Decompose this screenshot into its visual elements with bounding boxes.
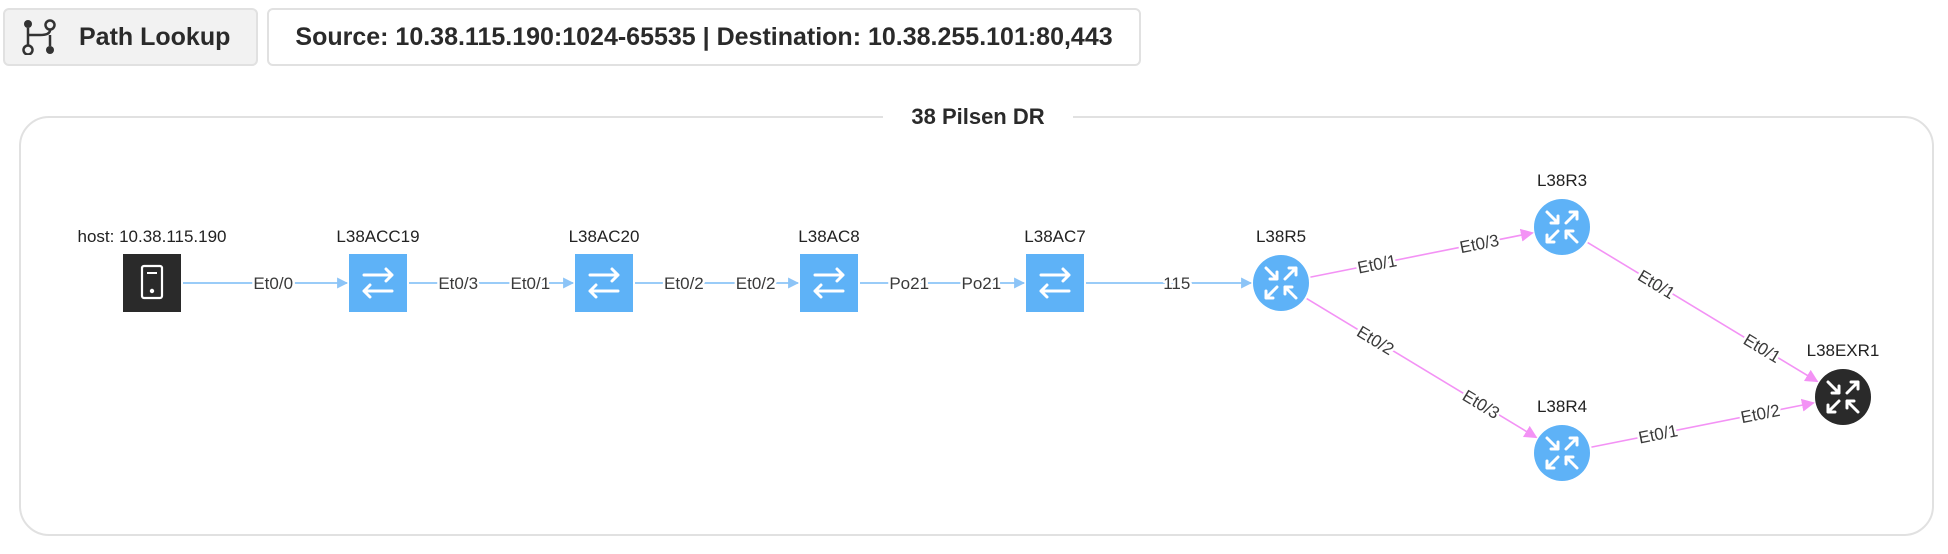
node-l38ac8[interactable]: L38AC8 [798,227,860,312]
switch-icon [575,254,633,312]
toolbar: Path Lookup Source: 10.38.115.190:1024-6… [3,8,1141,68]
node-host[interactable]: host: 10.38.115.190 [77,227,227,312]
link-line [1587,241,1819,383]
port-label: Et0/1 [1740,330,1784,367]
link-host-l38acc19[interactable]: Et0/0 [183,272,349,296]
node-l38ac20[interactable]: L38AC20 [569,227,640,312]
path-query-display[interactable]: Source: 10.38.115.190:1024-65535 | Desti… [267,8,1141,66]
path-lookup-button[interactable]: Path Lookup [3,8,259,66]
node-label: host: 10.38.115.190 [77,227,226,246]
node-l38r5[interactable]: L38R5 [1253,227,1309,311]
port-label: Et0/2 [1739,401,1782,427]
port-label: Et0/2 [1353,322,1397,359]
router-icon [1815,369,1871,425]
node-label: L38AC20 [569,227,640,246]
port-label: Et0/2 [664,274,704,293]
port-label: Et0/0 [253,274,293,293]
port-label: Et0/1 [1356,251,1399,277]
switch-icon [349,254,407,312]
router-icon [1253,255,1309,311]
server-icon [123,254,181,312]
node-label: L38R3 [1537,171,1587,190]
port-label: Et0/1 [1634,266,1678,303]
switch-icon [800,254,858,312]
node-l38acc19[interactable]: L38ACC19 [336,227,420,312]
node-l38r4[interactable]: L38R4 [1534,397,1590,481]
link-line [1310,228,1534,278]
link-l38r4-l38exr1[interactable]: Et0/1 Et0/2 [1591,398,1815,450]
link-line [1306,297,1538,439]
link-l38ac7-l38r5[interactable]: 115 [1086,272,1253,296]
port-label: Et0/1 [1637,421,1680,447]
node-label: L38AC8 [798,227,859,246]
port-label: Po21 [889,274,929,293]
router-icon [1534,425,1590,481]
link-l38r5-l38r3[interactable]: Et0/1 Et0/3 [1310,228,1534,280]
port-label: Et0/2 [736,274,776,293]
link-l38ac8-l38ac7[interactable]: Po21 Po21 [860,272,1026,296]
node-l38ac7[interactable]: L38AC7 [1024,227,1086,312]
node-label: L38ACC19 [336,227,419,246]
link-line [1591,398,1815,448]
link-l38ac20-l38ac8[interactable]: Et0/2 Et0/2 [635,272,800,296]
node-l38exr1[interactable]: L38EXR1 [1807,341,1880,425]
node-label: L38R4 [1537,397,1587,416]
path-query-text: Source: 10.38.115.190:1024-65535 | Desti… [295,22,1113,51]
site-group-title: 38 Pilsen DR [883,99,1073,135]
port-label: Et0/1 [511,274,551,293]
path-lookup-label: Path Lookup [79,22,231,51]
node-label: L38R5 [1256,227,1306,246]
port-label: Et0/3 [1458,231,1501,257]
port-label: Et0/3 [1459,386,1503,423]
router-icon [1534,199,1590,255]
node-label: L38AC7 [1024,227,1085,246]
port-label: Et0/3 [438,274,478,293]
node-label: L38EXR1 [1807,341,1880,360]
path-lookup-icon [22,19,56,55]
node-l38r3[interactable]: L38R3 [1534,171,1590,255]
switch-icon [1026,254,1084,312]
link-l38acc19-l38ac20[interactable]: Et0/3 Et0/1 [409,272,575,296]
port-label: Po21 [962,274,1002,293]
port-label: 115 [1163,274,1190,293]
